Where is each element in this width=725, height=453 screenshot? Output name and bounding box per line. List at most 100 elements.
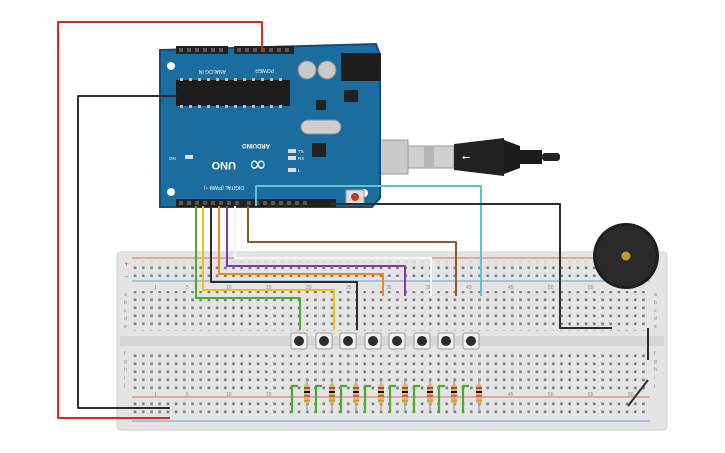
wire-black-buzzer [330, 203, 612, 329]
svg-text:60: 60 [628, 392, 634, 398]
pushbutton-icon[interactable] [364, 332, 382, 350]
svg-text:45: 45 [508, 392, 514, 398]
arduino-uno-board: ANALOG IN POWER ON TX RX [159, 42, 381, 208]
atmega-chip [176, 80, 290, 106]
svg-text:RX: RX [298, 156, 304, 161]
wire-red-5v [57, 21, 263, 419]
svg-text:25: 25 [346, 285, 352, 291]
svg-text:d: d [654, 316, 657, 322]
analog-header [176, 46, 228, 54]
svg-text:j: j [653, 383, 655, 389]
pushbutton-icon[interactable] [339, 332, 357, 350]
svg-text:TX: TX [298, 149, 304, 154]
status-leds: ON TX RX L [169, 149, 304, 173]
power-rail-top [132, 261, 650, 277]
svg-text:i: i [654, 375, 655, 381]
resistor-icon [476, 378, 482, 412]
piezo-buzzer-icon [593, 223, 659, 289]
wire-orange [218, 206, 384, 296]
row-letters: a b c d e f g h i j a b c d e f g h i j [123, 292, 657, 389]
usb-cable-icon: ⭠ [351, 138, 560, 176]
svg-text:a: a [124, 292, 127, 298]
svg-text:15: 15 [266, 392, 272, 398]
ground-jumpers [290, 384, 469, 413]
pushbutton-icon[interactable] [315, 332, 333, 350]
wire-yellow [202, 206, 335, 330]
svg-text:h: h [654, 367, 657, 373]
svg-text:1: 1 [154, 285, 157, 291]
usb-symbol: ⭠ [462, 152, 470, 163]
svg-text:ON: ON [169, 156, 176, 161]
svg-text:10: 10 [226, 392, 232, 398]
power-jack [341, 53, 381, 81]
svg-text:30: 30 [386, 285, 392, 291]
wire-white [234, 206, 432, 296]
svg-text:a: a [654, 292, 657, 298]
svg-text:10: 10 [226, 285, 232, 291]
wire-black-gnd [77, 95, 177, 409]
svg-text:50: 50 [548, 392, 554, 398]
brand-label: ARDUINO [242, 142, 270, 148]
wire-green [195, 206, 301, 330]
arduino-infinity-logo: ∞ [249, 152, 267, 177]
pushbutton-icon[interactable] [388, 332, 406, 350]
svg-text:f: f [654, 351, 656, 357]
capacitor [297, 60, 317, 80]
svg-text:40: 40 [466, 285, 472, 291]
svg-text:e: e [654, 324, 657, 330]
resistor-icon [329, 378, 335, 412]
svg-text:15: 15 [266, 285, 272, 291]
mount-hole [167, 62, 175, 70]
wire-brown [247, 206, 457, 296]
capacitor [317, 60, 337, 80]
model-label: UNO [211, 159, 236, 171]
resistor-icon [378, 378, 384, 412]
svg-text:20: 20 [306, 285, 312, 291]
wire-purple [226, 206, 406, 296]
svg-text:g: g [124, 359, 127, 365]
svg-text:45: 45 [508, 285, 514, 291]
resistor-icon [402, 378, 408, 412]
wire-black-rail [627, 379, 649, 407]
resistor-icon [353, 378, 359, 412]
pushbutton-icon[interactable] [437, 332, 455, 350]
column-numbers: 1 5 10 15 20 25 30 35 40 45 50 55 60 1 5… [154, 285, 634, 398]
svg-text:55: 55 [588, 392, 594, 398]
svg-text:55: 55 [588, 285, 594, 291]
wire-black [210, 206, 358, 330]
svg-text:g: g [654, 359, 657, 365]
pushbutton-icon[interactable] [290, 332, 308, 350]
svg-text:e: e [124, 324, 127, 330]
svg-text:b: b [124, 300, 127, 306]
pushbutton-icon[interactable] [462, 332, 480, 350]
svg-text:5: 5 [186, 285, 189, 291]
svg-text:i: i [124, 375, 125, 381]
rail-plus-label: + [124, 261, 129, 268]
svg-text:j: j [123, 383, 125, 389]
pushbutton-icon[interactable] [413, 332, 431, 350]
resistor-icon [427, 378, 433, 412]
svg-text:c: c [654, 308, 657, 314]
wires [57, 21, 649, 419]
pushbutton-row [290, 332, 480, 350]
svg-text:b: b [654, 300, 657, 306]
resistor-icon [304, 378, 310, 412]
svg-text:35: 35 [426, 285, 432, 291]
svg-text:L: L [298, 168, 301, 173]
wire-cyan [255, 185, 482, 296]
terminal-strip-bottom [132, 350, 650, 390]
svg-text:d: d [124, 316, 127, 322]
svg-text:50: 50 [548, 285, 554, 291]
svg-text:c: c [124, 308, 127, 314]
mount-hole [167, 188, 175, 196]
header-analog-label: ANALOG IN [198, 68, 226, 74]
svg-text:1: 1 [154, 392, 157, 398]
svg-text:5: 5 [186, 392, 189, 398]
header-digital-label: DIGITAL (PWM ~) [204, 184, 244, 190]
svg-text:h: h [124, 367, 127, 373]
crystal [300, 119, 342, 135]
rail-minus-label: − [124, 273, 129, 280]
svg-text:f: f [124, 351, 126, 357]
header-power-label: POWER [255, 67, 274, 73]
